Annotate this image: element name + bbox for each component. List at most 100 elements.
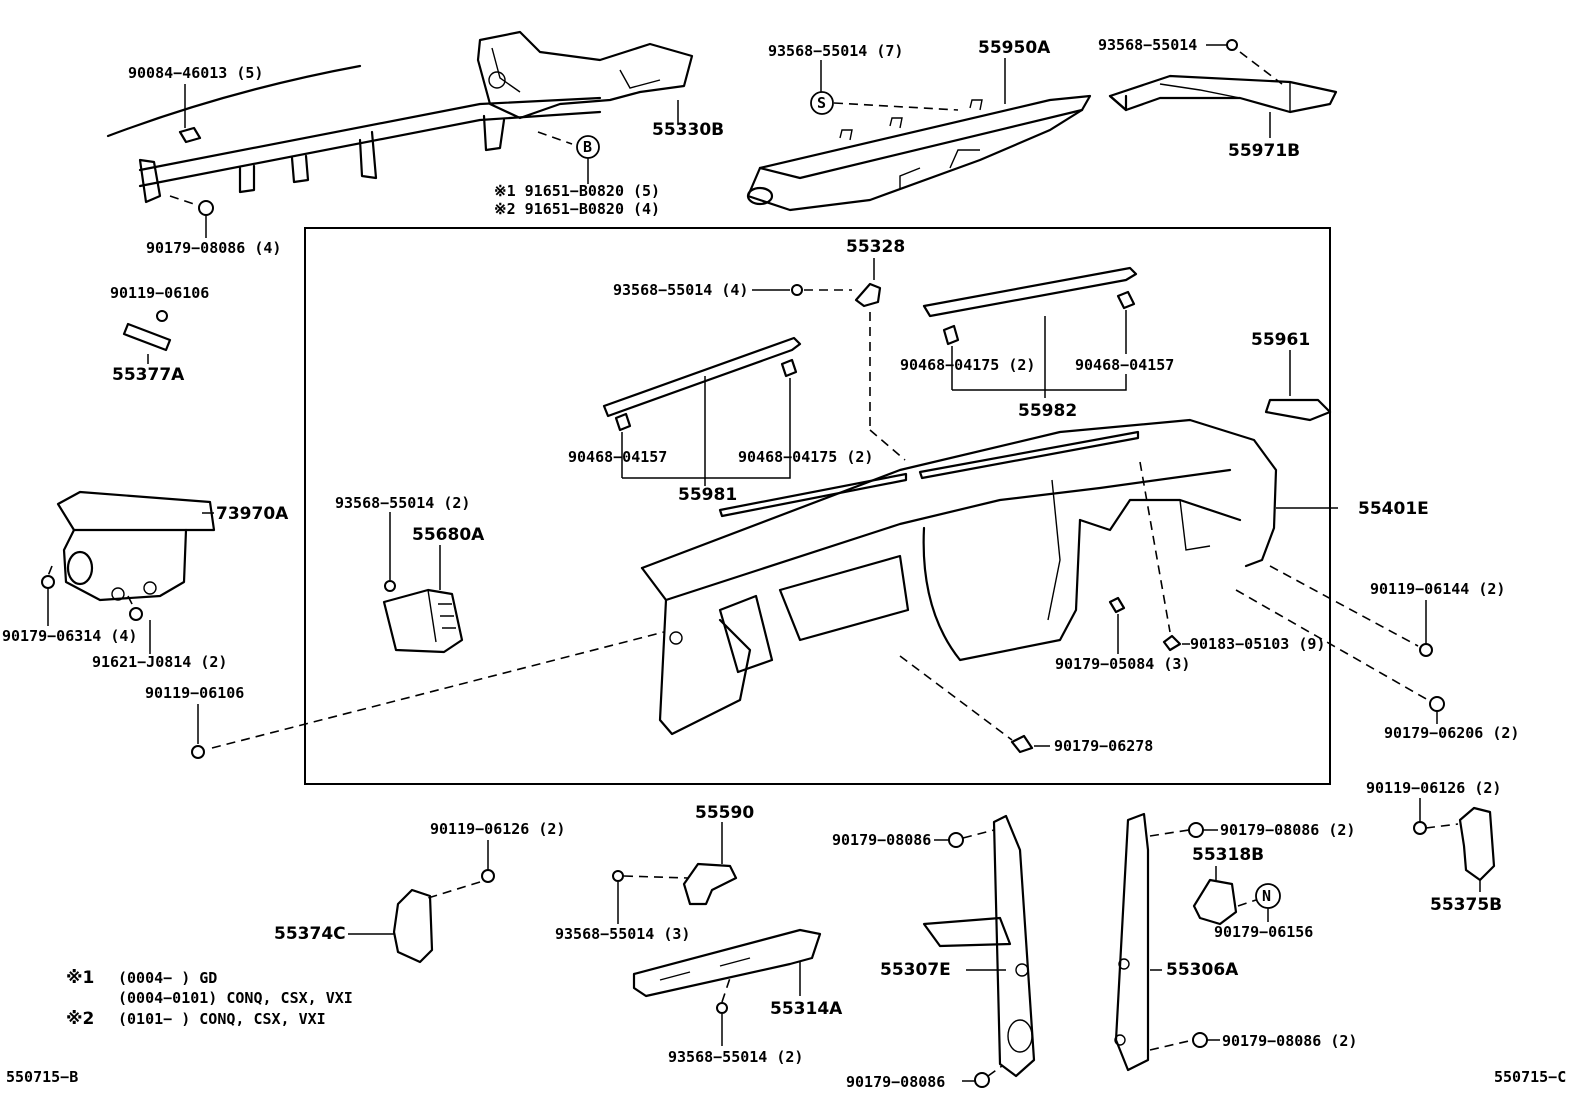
label-55590: 55590: [695, 803, 754, 823]
label-90179-06314: 90179−06314 (4): [2, 627, 137, 645]
clip-90179-05084-icon: [1108, 596, 1126, 614]
footer-code-left: 550715−B: [6, 1068, 78, 1086]
instrument-panel-55401e-drawing: [640, 418, 1278, 736]
reinforcement-bar-55330b-drawing: [106, 30, 694, 204]
label-55971b: 55971B: [1228, 141, 1300, 161]
nut-90179-08086-icon: [198, 200, 214, 216]
label-55982: 55982: [1018, 401, 1077, 421]
bolt-90119-06144-icon: [1419, 643, 1433, 657]
label-90084-46013: 90084−46013 (5): [128, 64, 263, 82]
footer-code-right: 550715−C: [1494, 1068, 1566, 1086]
label-90119-06126-r: 90119−06126 (2): [1366, 779, 1501, 797]
clip-90183-05103-icon: [1162, 634, 1182, 652]
label-90179-08086-2b: 90179−08086 (2): [1222, 1032, 1357, 1050]
duct-55971b-drawing: [1108, 74, 1338, 114]
dashboard-group-frame: [304, 227, 1331, 785]
note2-line-a: (0101− ) CONQ, CSX, VXI: [118, 1010, 326, 1028]
label-93568-55014-3: 93568−55014 (3): [555, 925, 690, 943]
label-90179-08086-a: 90179−08086: [832, 831, 931, 849]
defroster-strip-55981-drawing: [602, 336, 802, 418]
label-55374c: 55374C: [274, 924, 346, 944]
screw-93568-55014-icon: [1226, 39, 1238, 51]
clip-90084-46013-icon: [178, 126, 202, 144]
label-90179-08086-4: 90179−08086 (4): [146, 239, 281, 257]
label-note2-part: ※2 91651−B0820 (4): [494, 200, 660, 218]
bolt-90119-06106-b-icon: [191, 745, 205, 759]
nut-90179-06206-icon: [1429, 696, 1445, 712]
label-91621-j0814: 91621−J0814 (2): [92, 653, 227, 671]
bolt-90119-06126-l-icon: [481, 869, 495, 883]
label-90179-06278: 90179−06278: [1054, 737, 1153, 755]
label-93568-55014-4: 93568−55014 (4): [613, 281, 748, 299]
bracket-55590-drawing: [682, 862, 738, 906]
label-90468-04157-a: 90468−04157: [1075, 356, 1174, 374]
screw-93568-55014-2b-icon: [716, 1002, 728, 1014]
label-55375b: 55375B: [1430, 895, 1502, 915]
ref-s-letter: S: [817, 94, 826, 112]
bolt-90119-06106-icon: [156, 310, 168, 322]
bolt-90119-06126-r-icon: [1413, 821, 1427, 835]
ref-n-letter: N: [1262, 887, 1271, 905]
label-90183-05103: 90183−05103 (9): [1190, 635, 1325, 653]
bracket-55375b-drawing: [1458, 806, 1496, 882]
nut-90179-08086-2b-icon: [1192, 1032, 1208, 1048]
label-55401e: 55401E: [1358, 499, 1429, 519]
label-55950a: 55950A: [978, 38, 1051, 58]
label-55306a: 55306A: [1166, 960, 1239, 980]
label-90468-04175-2b: 90468−04175 (2): [738, 448, 873, 466]
label-55680a: 55680A: [412, 525, 485, 545]
label-90119-06144: 90119−06144 (2): [1370, 580, 1505, 598]
bracket-55318b-drawing: [1192, 878, 1238, 926]
clip-90468-04175-b-icon: [780, 358, 798, 378]
nut-90179-08086-b-icon: [974, 1072, 990, 1088]
label-55318b: 55318B: [1192, 845, 1264, 865]
label-55328: 55328: [846, 237, 905, 257]
note2-mark: ※2: [66, 1009, 94, 1029]
screw-93568-55014-3-icon: [612, 870, 624, 882]
label-90179-06156: 90179−06156: [1214, 923, 1313, 941]
note1-mark: ※1: [66, 968, 94, 988]
defroster-strip-55982-drawing: [922, 266, 1138, 318]
label-93568-55014: 93568−55014: [1098, 36, 1197, 54]
label-90179-08086-2a: 90179−08086 (2): [1220, 821, 1355, 839]
clip-90468-04157-a-icon: [1116, 290, 1136, 310]
bracket-55328-drawing: [854, 282, 882, 308]
ref-b-letter: B: [583, 138, 592, 156]
label-note1-part: ※1 91651−B0820 (5): [494, 182, 660, 200]
brace-55307e-drawing: [922, 814, 1036, 1078]
label-93568-55014-7: 93568−55014 (7): [768, 42, 903, 60]
note1-line-a: (0004− ) GD: [118, 969, 217, 987]
label-73970a: 73970A: [216, 504, 289, 524]
label-90119-06106-b: 90119−06106: [145, 684, 244, 702]
label-90179-06206: 90179−06206 (2): [1384, 724, 1519, 742]
screw-93568-55014-4-icon: [791, 284, 803, 296]
nut-90179-08086-2a-icon: [1188, 822, 1204, 838]
glove-box-73970a-drawing: [56, 490, 216, 602]
cover-55961-drawing: [1264, 398, 1332, 422]
label-90468-04157-b: 90468−04157: [568, 448, 667, 466]
upper-panel-55950a-drawing: [746, 94, 1092, 212]
note1-line-b: (0004−0101) CONQ, CSX, VXI: [118, 989, 353, 1007]
label-55314a: 55314A: [770, 999, 843, 1019]
label-90179-05084: 90179−05084 (3): [1055, 655, 1190, 673]
label-93568-55014-2a: 93568−55014 (2): [335, 494, 470, 512]
bracket-55314a-drawing: [632, 928, 822, 998]
clip-90468-04157-b-icon: [614, 412, 632, 432]
label-90179-08086-b: 90179−08086: [846, 1073, 945, 1091]
screw-93568-55014-2a-icon: [384, 580, 396, 592]
brace-55306a-drawing: [1114, 812, 1150, 1072]
bracket-55374c-drawing: [392, 888, 434, 964]
label-55307e: 55307E: [880, 960, 951, 980]
label-90119-06126-l: 90119−06126 (2): [430, 820, 565, 838]
label-90468-04175-2a: 90468−04175 (2): [900, 356, 1035, 374]
label-55377a: 55377A: [112, 365, 185, 385]
label-55961: 55961: [1251, 330, 1310, 350]
vent-55680a-drawing: [382, 588, 464, 654]
nut-90179-06314-icon: [41, 575, 55, 589]
label-55330b: 55330B: [652, 120, 724, 140]
label-55981: 55981: [678, 485, 737, 505]
clip-90468-04175-a-icon: [942, 324, 960, 346]
label-93568-55014-2b: 93568−55014 (2): [668, 1048, 803, 1066]
bolt-91621-j0814-icon: [129, 607, 143, 621]
